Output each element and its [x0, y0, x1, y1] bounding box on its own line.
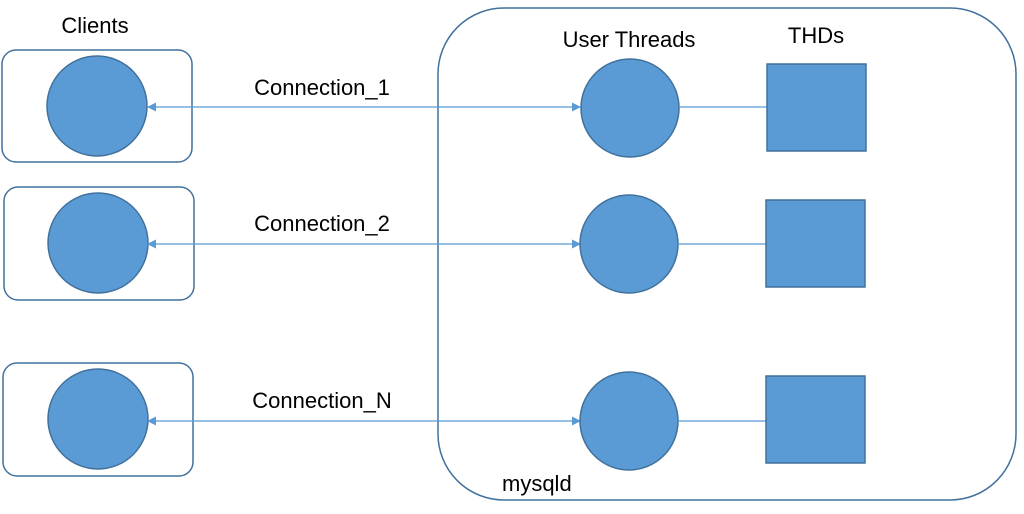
client-node-2: [47, 192, 149, 294]
mysqld-container: [437, 7, 1017, 501]
connection-label-2: Connection_2: [254, 211, 390, 236]
connection-row-1: Connection_1: [1, 49, 867, 163]
connection-label-1: Connection_1: [254, 75, 390, 100]
user-thread-node-1: [580, 58, 680, 158]
thd-box-2: [765, 199, 866, 288]
clients-heading: Clients: [61, 13, 128, 38]
connection-label-n: Connection_N: [252, 388, 391, 413]
client-node-1: [46, 55, 148, 157]
thd-box-1: [766, 63, 867, 152]
mysqld-label: mysqld: [502, 471, 572, 496]
user-threads-heading: User Threads: [563, 27, 696, 52]
client-node-n: [47, 368, 149, 470]
thds-heading: THDs: [788, 23, 844, 48]
connection-row-2: Connection_2: [3, 186, 866, 301]
user-thread-node-2: [579, 194, 679, 294]
thd-box-n: [765, 375, 866, 464]
user-thread-node-n: [579, 371, 679, 471]
connection-row-n: Connection_N: [2, 362, 866, 477]
